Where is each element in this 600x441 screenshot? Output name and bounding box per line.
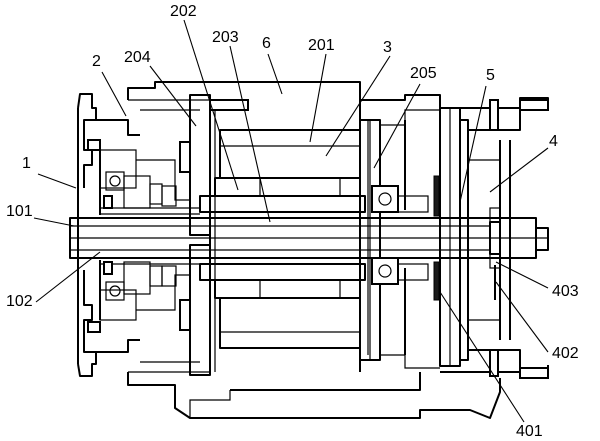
label-401: 401 bbox=[516, 423, 543, 440]
brake-assembly bbox=[433, 99, 549, 379]
label-3: 3 bbox=[383, 39, 392, 56]
label-204: 204 bbox=[124, 49, 151, 66]
upper-bolt bbox=[179, 94, 249, 236]
left-end-cap bbox=[77, 93, 210, 377]
reference-labels: 1 2 3 4 5 6 101 102 201 202 203 204 205 … bbox=[6, 3, 579, 440]
left-bearing-top bbox=[100, 171, 200, 215]
label-4: 4 bbox=[549, 133, 558, 150]
label-203: 203 bbox=[212, 29, 239, 46]
left-bearing-bottom bbox=[100, 257, 200, 301]
label-101: 101 bbox=[6, 203, 33, 220]
lower-bolt bbox=[179, 244, 211, 376]
leader-lines bbox=[33, 19, 549, 423]
right-end-bracket bbox=[359, 109, 440, 369]
label-202: 202 bbox=[170, 3, 197, 20]
label-402: 402 bbox=[552, 345, 579, 362]
label-1: 1 bbox=[22, 155, 31, 172]
label-201: 201 bbox=[308, 37, 335, 54]
label-5: 5 bbox=[486, 67, 495, 84]
label-205: 205 bbox=[410, 65, 437, 82]
label-102: 102 bbox=[6, 293, 33, 310]
label-2: 2 bbox=[92, 53, 101, 70]
main-shaft bbox=[69, 217, 548, 259]
stator-core bbox=[199, 129, 366, 349]
label-403: 403 bbox=[552, 283, 579, 300]
label-6: 6 bbox=[262, 35, 271, 52]
